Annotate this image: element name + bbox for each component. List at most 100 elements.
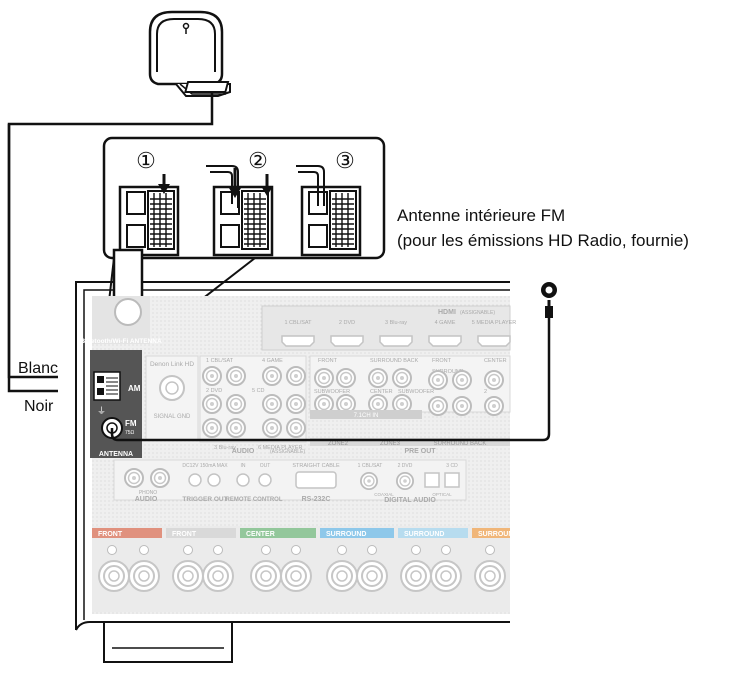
speaker-binding-post — [430, 560, 462, 592]
rca-jack — [202, 366, 222, 386]
bt-antenna-label: Bluetooth/Wi-Fi ANTENNA — [80, 338, 162, 345]
rs232c-label: RS-232C — [302, 496, 331, 503]
speaker-binding-post — [202, 560, 234, 592]
rca-jack — [336, 368, 356, 388]
hdmi-input-label: 5 MEDIA PLAYER — [472, 320, 517, 326]
rca-jack — [392, 368, 412, 388]
am-terminal-label: AM — [128, 384, 141, 393]
speaker-group-label: SURROUND — [326, 531, 366, 538]
coaxial-label: COAXIAL — [374, 492, 394, 497]
trigger-out-label: TRIGGER OUT — [182, 496, 227, 503]
preout-label: FRONT — [432, 358, 452, 364]
straight-cable-label: STRAIGHT CABLE — [292, 463, 340, 469]
audio-input-label: 4 GAME — [262, 358, 283, 364]
step-2-label: ② — [248, 148, 268, 173]
zone2-label: ZONE2 — [328, 441, 349, 447]
rca-jack — [262, 418, 282, 438]
hdmi-label: HDMI — [438, 309, 456, 316]
rca-jack — [202, 394, 222, 414]
rca-jack — [484, 370, 504, 390]
speaker-group-label: SURROUND — [404, 531, 444, 538]
rca-jack — [428, 396, 448, 416]
hdmi-input-label: 2 DVD — [339, 320, 355, 326]
digital-in-3: 3 CD — [446, 463, 458, 469]
step-3-label: ③ — [335, 148, 355, 173]
black-wire-label: Noir — [24, 398, 54, 415]
antenna-panel-title: ANTENNA — [99, 451, 133, 458]
preout-label: SUBWOOFER — [314, 389, 350, 395]
rca-jack — [226, 418, 246, 438]
fm-antenna-subtitle: (pour les émissions HD Radio, fournie) — [397, 231, 689, 250]
ir-out-label: OUT — [260, 463, 271, 469]
surround-back-label: SURROUND BACK — [434, 441, 487, 447]
remote-control-label: REMOTE CONTROL — [226, 497, 283, 503]
rca-jack — [202, 418, 222, 438]
preout-label: SUBWOOFER — [398, 389, 434, 395]
preout-label: FRONT — [318, 358, 338, 364]
preout-label: CENTER — [370, 389, 393, 395]
rca-jack — [226, 394, 246, 414]
preout-label: CENTER — [484, 358, 507, 364]
trigger-dc-label: DC12V 150mA MAX — [182, 463, 228, 469]
phono-label: PHONO — [139, 490, 157, 496]
speaker-binding-post — [280, 560, 312, 592]
ch71-in-label: 7.1CH IN — [354, 413, 379, 419]
fm-impedance-label: 75Ω — [125, 430, 135, 436]
receiver-rear-panel: Bluetooth/Wi-Fi ANTENNA ANTENNA AM FM 75… — [75, 248, 517, 663]
speaker-group-band — [240, 528, 316, 538]
speaker-binding-post — [128, 560, 160, 592]
rca-jack — [262, 394, 282, 414]
speaker-group-band — [92, 528, 162, 538]
rca-jack — [428, 370, 448, 390]
white-wire-label: Blanc — [18, 360, 59, 377]
speaker-group-band — [472, 528, 510, 538]
rca-jack — [286, 366, 306, 386]
denon-link-label: Denon Link HD — [150, 361, 194, 368]
audio-input-label: 5 CD — [252, 388, 265, 394]
rca-jack — [452, 370, 472, 390]
audio-input-label: 3 Blu-ray — [214, 445, 236, 451]
hdmi-port — [330, 335, 364, 347]
step-1-label: ① — [136, 148, 156, 173]
zone3-label: ZONE3 — [380, 441, 401, 447]
speaker-binding-post — [172, 560, 204, 592]
rca-jack — [286, 418, 306, 438]
optical-label: OPTICAL — [432, 492, 452, 497]
speaker-binding-post — [326, 560, 358, 592]
speaker-binding-post — [356, 560, 388, 592]
preout-label: 2 — [484, 389, 487, 395]
speaker-group-label: SURROUN — [478, 531, 513, 538]
rca-jack — [368, 368, 388, 388]
speaker-group-band — [320, 528, 394, 538]
am-loop-antenna-icon — [148, 10, 231, 97]
hdmi-input-label: 3 Blu-ray — [385, 320, 407, 326]
hdmi-assignable: (ASSIGNABLE) — [460, 310, 495, 316]
pre-out-label: PRE OUT — [404, 448, 436, 455]
rca-jack — [452, 396, 472, 416]
speaker-group-label: CENTER — [246, 531, 275, 538]
audio-input-label: 2 DVD — [206, 388, 222, 394]
audio-section-label: AUDIO — [232, 448, 255, 455]
preout-label: SURROUND BACK — [370, 358, 419, 364]
digital-audio-label: DIGITAL AUDIO — [384, 497, 436, 504]
digital-in-2: 2 DVD — [398, 463, 413, 469]
rca-jack — [314, 368, 334, 388]
speaker-binding-post — [98, 560, 130, 592]
speaker-group-label: FRONT — [172, 531, 197, 538]
rca-jack — [262, 366, 282, 386]
speaker-binding-post — [400, 560, 432, 592]
audio-assignable: (ASSIGNABLE) — [270, 449, 305, 455]
digital-in-1: 1 CBL/SAT — [358, 463, 383, 469]
speaker-binding-post — [250, 560, 282, 592]
rca-jack — [484, 396, 504, 416]
speaker-group-band — [166, 528, 236, 538]
hdmi-port — [477, 335, 511, 347]
hdmi-port — [428, 335, 462, 347]
fm-indoor-antenna — [110, 282, 557, 442]
speaker-group-band — [398, 528, 468, 538]
svg-text:⏚: ⏚ — [97, 406, 106, 416]
ir-in-label: IN — [241, 463, 246, 469]
speaker-group-label: FRONT — [98, 531, 123, 538]
